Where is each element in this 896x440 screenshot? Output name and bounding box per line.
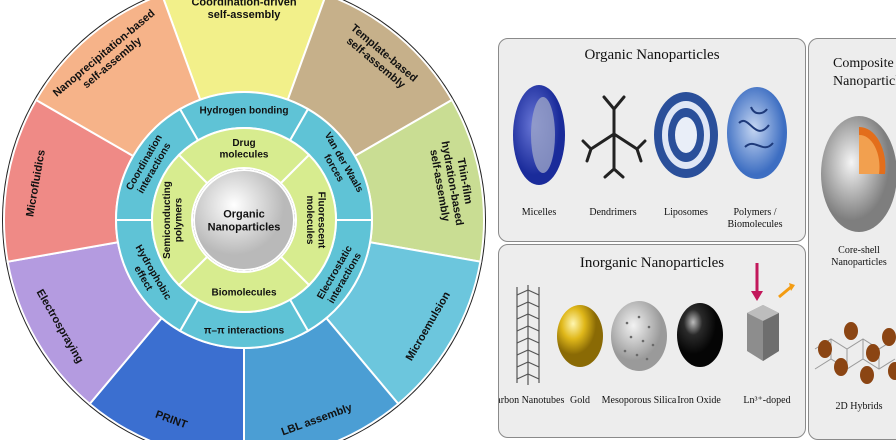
- hybrid-2d-caption: 2D Hybrids: [835, 401, 883, 412]
- dendrimer-icon: [581, 95, 647, 179]
- nanotube-icon: [516, 285, 540, 385]
- ln-doped-caption: Ln³⁺-doped: [743, 395, 791, 406]
- polymers-caption: Polymers / Biomolecules: [727, 207, 783, 230]
- micelles-caption: Micelles: [521, 207, 557, 218]
- iron-oxide-caption: Iron Oxide: [677, 395, 721, 406]
- silica-icon: [611, 301, 667, 371]
- hybrid-2d-icon: [814, 322, 896, 384]
- organic-title: Organic Nanoparticles: [584, 47, 720, 63]
- inner-segment-label: Biomolecules: [211, 288, 276, 299]
- liposome-icon: [654, 92, 718, 178]
- inner-segment-label: Semiconductingpolymers: [162, 181, 185, 259]
- inner-segment: [279, 153, 337, 287]
- inorganic-panel: Inorganic Nanoparticles Carbon Nanotubes…: [498, 244, 806, 438]
- composite-title: Composite Nanoparticles: [833, 56, 896, 89]
- liposomes-caption: Liposomes: [664, 207, 708, 218]
- gold-icon: [557, 305, 603, 367]
- middle-segment-label: π–π interactions: [204, 326, 285, 337]
- inner-segment: [151, 153, 209, 287]
- center-core: [193, 169, 295, 271]
- polymer-icon: [727, 87, 787, 179]
- dendrimers-caption: Dendrimers: [589, 207, 637, 218]
- micelle-icon: [513, 85, 565, 185]
- ln-doped-icon: [747, 263, 795, 361]
- core-shell-icon: [821, 116, 896, 232]
- silica-caption: Mesoporous Silica: [601, 395, 677, 406]
- organic-panel: Organic Nanoparticles Micelles Dendrimer…: [498, 38, 806, 242]
- gold-caption: Gold: [570, 395, 590, 406]
- inner-segment: [177, 255, 311, 313]
- nanotubes-caption: Carbon Nanotubes: [499, 395, 565, 406]
- inner-segment: [177, 127, 311, 185]
- inner-segment-label: Fluorescentmolecules: [304, 192, 327, 249]
- inorganic-title: Inorganic Nanoparticles: [579, 255, 725, 271]
- core-shell-caption: Core-shell Nanoparticles: [831, 245, 887, 268]
- composite-panel: Composite Nanoparticles Core-shell Nanop…: [808, 38, 896, 440]
- middle-segment-label: Hydrogen bonding: [200, 106, 289, 117]
- iron-oxide-icon: [677, 303, 723, 367]
